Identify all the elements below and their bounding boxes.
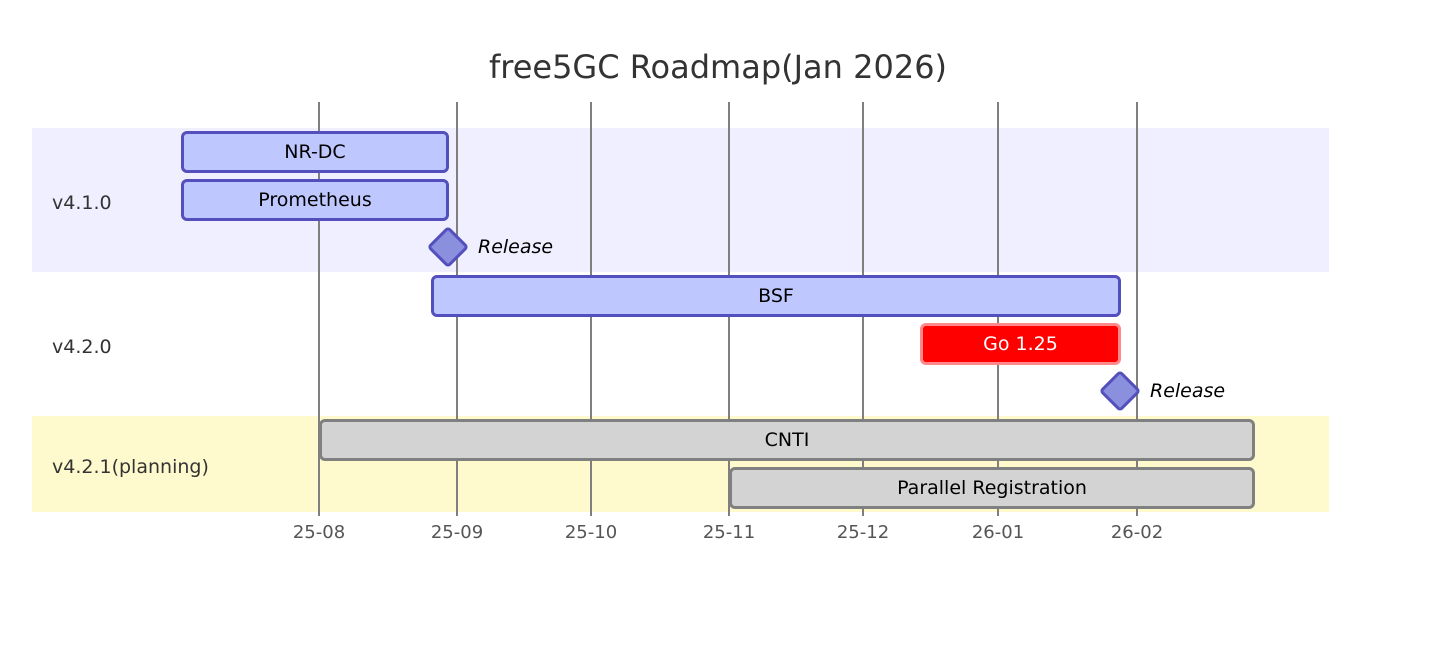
section-label: v4.1.0 <box>52 192 112 214</box>
task-bar: Parallel Registration <box>729 467 1255 509</box>
gridline <box>1136 102 1138 516</box>
milestone-label: Release <box>1150 380 1226 402</box>
section-label: v4.2.1(planning) <box>52 456 209 478</box>
task-bar: Go 1.25 <box>920 323 1121 365</box>
chart-title: free5GC Roadmap(Jan 2026) <box>488 48 948 86</box>
task-bar: BSF <box>431 275 1121 317</box>
task-bar: Prometheus <box>181 179 449 221</box>
x-tick-label: 25-09 <box>430 522 484 543</box>
x-tick-label: 25-10 <box>564 522 618 543</box>
x-tick-label: 26-02 <box>1110 522 1164 543</box>
x-tick-label: 25-08 <box>292 522 346 543</box>
x-tick-label: 26-01 <box>971 522 1025 543</box>
x-tick-label: 25-11 <box>702 522 756 543</box>
x-tick-label: 25-12 <box>836 522 890 543</box>
section-label: v4.2.0 <box>52 336 112 358</box>
milestone-label: Release <box>478 236 554 258</box>
gridline <box>318 102 320 516</box>
task-bar: CNTI <box>319 419 1255 461</box>
task-bar: NR-DC <box>181 131 449 173</box>
